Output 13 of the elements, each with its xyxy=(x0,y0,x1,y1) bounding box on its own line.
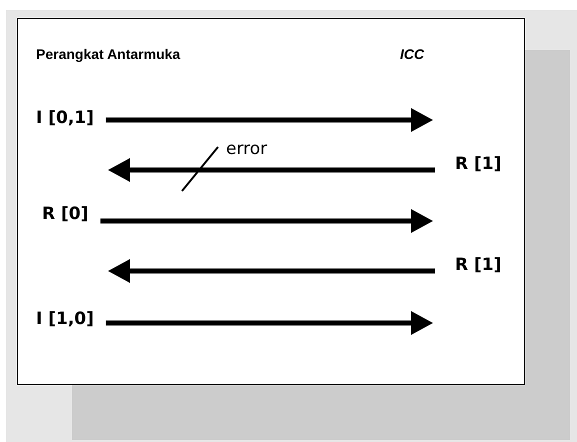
arrow xyxy=(106,108,433,132)
message-label: R [1] xyxy=(455,257,502,274)
heading-label: Perangkat Antarmuka xyxy=(36,45,180,64)
edge-label: error xyxy=(226,141,268,158)
heading-label: ICC xyxy=(400,45,424,64)
message-label: I [0,1] xyxy=(36,110,94,127)
arrow xyxy=(108,259,435,283)
message-label: R [0] xyxy=(42,206,88,223)
arrow xyxy=(106,311,433,335)
message-label: I [1,0] xyxy=(36,311,94,328)
arrow xyxy=(108,158,435,182)
message-label: R [1] xyxy=(455,156,502,173)
arrow xyxy=(100,209,433,233)
